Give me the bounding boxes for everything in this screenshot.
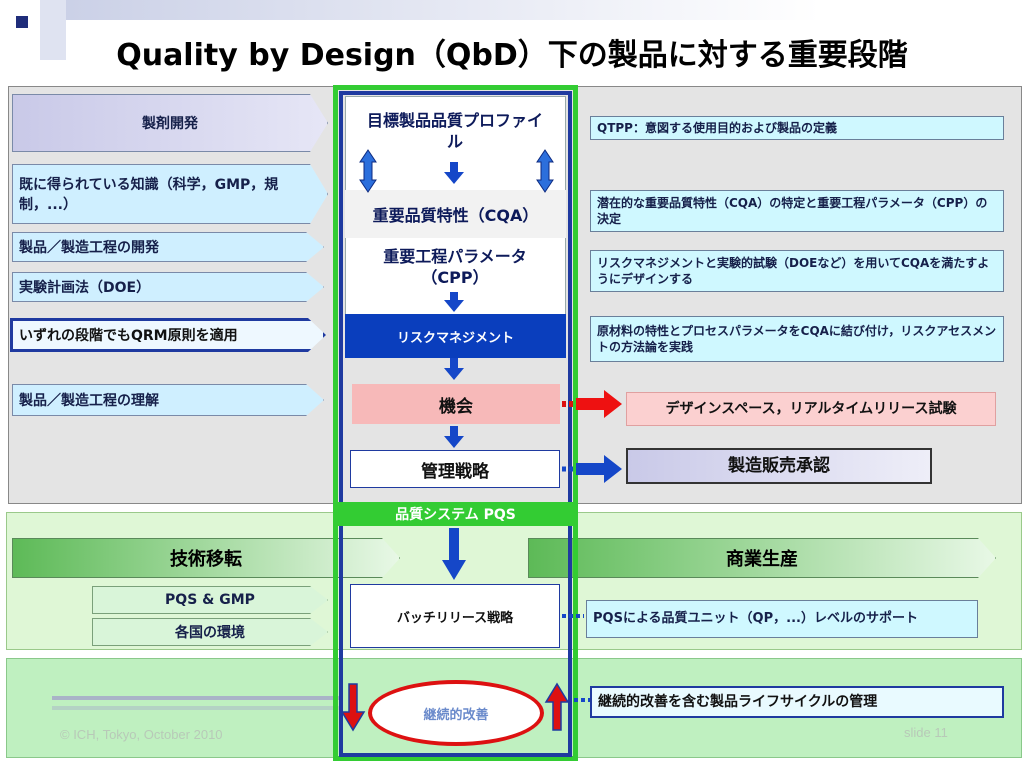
cpp-box: 重要工程パラメータ（CPP） bbox=[383, 247, 527, 287]
environment-label: 各国の環境 bbox=[92, 618, 328, 646]
link-box: 原材料の特性とプロセスパラメータをCQAに結び付け，リスクアセスメントの方法論を… bbox=[590, 316, 1004, 362]
lifecycle-box: 継続的改善を含む製品ライフサイクルの管理 bbox=[590, 686, 1004, 718]
pqs-gmp-label: PQS & GMP bbox=[92, 586, 328, 614]
commercial-production-label: 商業生産 bbox=[528, 538, 996, 578]
footer-line-2 bbox=[52, 706, 342, 710]
header-side-block bbox=[40, 0, 66, 60]
batch-release-box: バッチリリース戦略 bbox=[350, 584, 560, 648]
approval-box: 製造販売承認 bbox=[626, 448, 932, 484]
cqa-box: 重要品質特性（CQA） bbox=[372, 206, 539, 225]
down-arrow-icon bbox=[442, 528, 466, 580]
improvement-down-arrow-icon bbox=[340, 683, 366, 732]
risk-management-bar: リスクマネジメント bbox=[345, 314, 566, 358]
understanding-label: 製品／製造工程の理解 bbox=[12, 384, 324, 416]
pqs-label: 品質システム PQS bbox=[333, 502, 578, 526]
qtpp-box: 目標製品品質プロファイル bbox=[366, 111, 543, 151]
double-arrow-right-icon bbox=[536, 149, 554, 193]
pqs-green-frame bbox=[333, 85, 578, 761]
qtpp-definition-box: QTPP：意図する使用目的および製品の定義 bbox=[590, 116, 1004, 140]
page-title: Quality by Design（QbD）下の製品に対する重要段階 bbox=[116, 38, 908, 73]
opportunity-box: 機会 bbox=[352, 384, 560, 424]
cqa-cpp-box: 潜在的な重要品質特性（CQA）の特定と重要工程パラメータ（CPP）の決定 bbox=[590, 190, 1004, 232]
quality-unit-box: PQSによる品質ユニット（QP，...）レベルのサポート bbox=[586, 600, 978, 638]
cqa-row-bg bbox=[345, 190, 566, 238]
slide-number: slide 11 bbox=[904, 725, 948, 740]
design-box: リスクマネジメントと実験的試験（DOEなど）を用いてCQAを満たすようにデザイン… bbox=[590, 250, 1004, 292]
right-arrow-blue-icon bbox=[576, 455, 622, 483]
right-arrow-red-icon bbox=[576, 390, 622, 418]
footer-line bbox=[52, 696, 342, 700]
improvement-up-arrow-icon bbox=[544, 682, 570, 731]
continual-improvement-ellipse: 継続的改善 bbox=[368, 680, 544, 746]
down-arrow-icon bbox=[444, 162, 464, 184]
down-arrow-icon bbox=[444, 358, 464, 380]
header-gradient-bar bbox=[40, 0, 820, 20]
qrm-principle-label: いずれの段階でもQRM原則を適用 bbox=[10, 318, 326, 352]
design-space-box: デザインスペース，リアルタイムリリース試験 bbox=[626, 392, 996, 426]
formulation-label: 製剤開発 bbox=[12, 94, 328, 152]
doe-label: 実験計画法（DOE） bbox=[12, 272, 324, 302]
control-strategy-box: 管理戦略 bbox=[350, 450, 560, 488]
down-arrows bbox=[442, 162, 466, 580]
double-arrow-left-icon bbox=[359, 149, 377, 193]
prior-knowledge-label: 既に得られている知識（科学，GMP，規制，...） bbox=[12, 164, 328, 224]
center-blue-frame bbox=[339, 91, 572, 757]
bullet-square-icon bbox=[16, 16, 28, 28]
process-development-label: 製品／製造工程の開発 bbox=[12, 232, 324, 262]
down-arrow-icon bbox=[444, 292, 464, 312]
down-arrow-icon bbox=[444, 426, 464, 448]
copyright-text: © ICH, Tokyo, October 2010 bbox=[60, 727, 223, 742]
